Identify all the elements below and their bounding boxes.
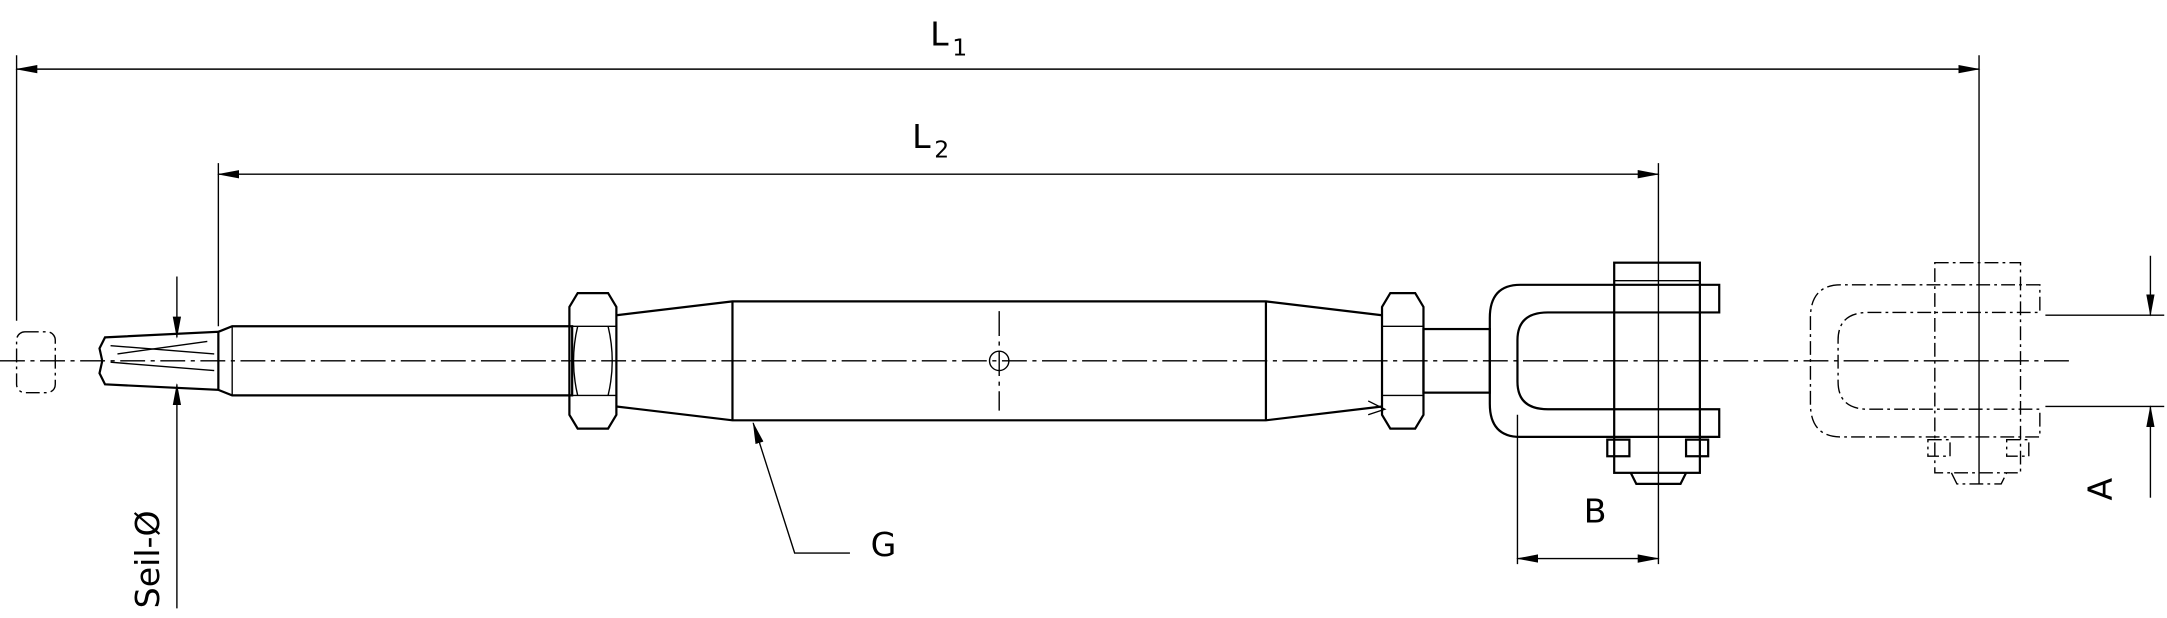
dimension-l1: L 1 — [15, 15, 1981, 484]
thread-leader: G — [752, 421, 897, 564]
dimension-rope-diameter: Seil-Ø — [128, 276, 182, 609]
ghost-end-cap — [15, 331, 56, 394]
l1-subscript: 1 — [952, 33, 967, 61]
l2-subscript: 2 — [934, 136, 949, 164]
rope-end — [98, 330, 220, 392]
dimension-l2: L 2 — [216, 117, 1660, 565]
turnbuckle-body — [616, 300, 1387, 422]
l1-label: L — [930, 15, 949, 54]
a-label: A — [2081, 477, 2120, 500]
b-label: B — [1584, 492, 1607, 531]
g-label: G — [871, 525, 897, 564]
ghost-fork-extended — [1809, 261, 2041, 485]
left-hex-nut — [568, 291, 618, 430]
l2-label: L — [912, 117, 931, 156]
dimension-a: A — [2045, 255, 2165, 500]
rope-diameter-label: Seil-Ø — [128, 510, 167, 608]
dimension-b: B — [1516, 414, 1660, 565]
swage-rod — [217, 325, 574, 397]
right-hex-nut — [1380, 291, 1425, 430]
fork-head — [1488, 261, 1721, 485]
